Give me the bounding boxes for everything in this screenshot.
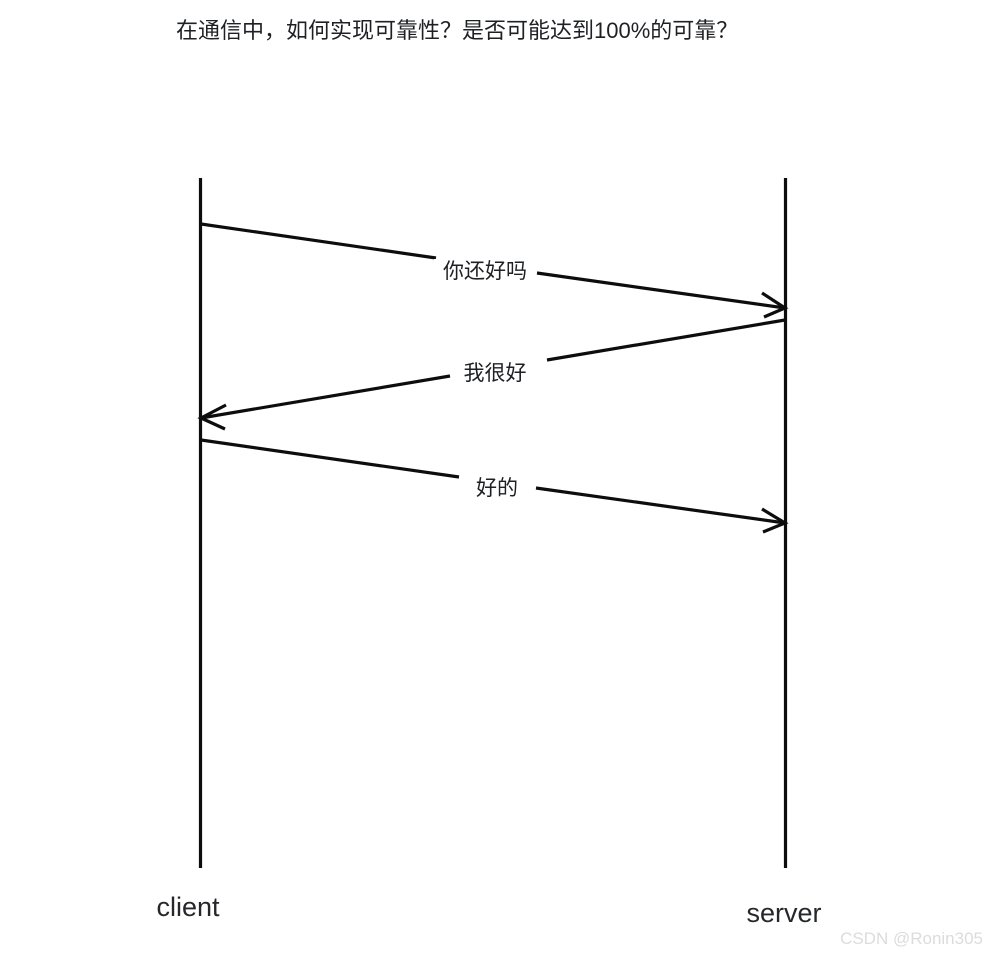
message-1-arrowhead (761, 291, 789, 319)
message-1-line-right (536, 271, 786, 310)
message-1-line-left (200, 222, 437, 260)
message-3-line-right (535, 486, 786, 525)
message-2-line-left (200, 374, 451, 420)
message-3-line-left (200, 438, 460, 479)
message-3-好的 (200, 438, 789, 534)
message-2-line-right (546, 318, 786, 362)
message-2-arrowhead (197, 403, 227, 431)
participant-label-server: server (746, 898, 822, 928)
message-3-label: 好的 (467, 476, 527, 502)
message-2-我很好 (197, 318, 786, 431)
message-3-arrowhead (761, 507, 789, 534)
message-2-label: 我很好 (454, 361, 536, 387)
message-1-你还好吗 (200, 222, 789, 319)
watermark: CSDN @Ronin305 (840, 929, 983, 948)
participant-label-client: client (156, 892, 220, 922)
message-1-label: 你还好吗 (434, 259, 536, 285)
diagram-title: 在通信中，如何实现可靠性？是否可能达到100%的可靠？ (176, 18, 739, 43)
